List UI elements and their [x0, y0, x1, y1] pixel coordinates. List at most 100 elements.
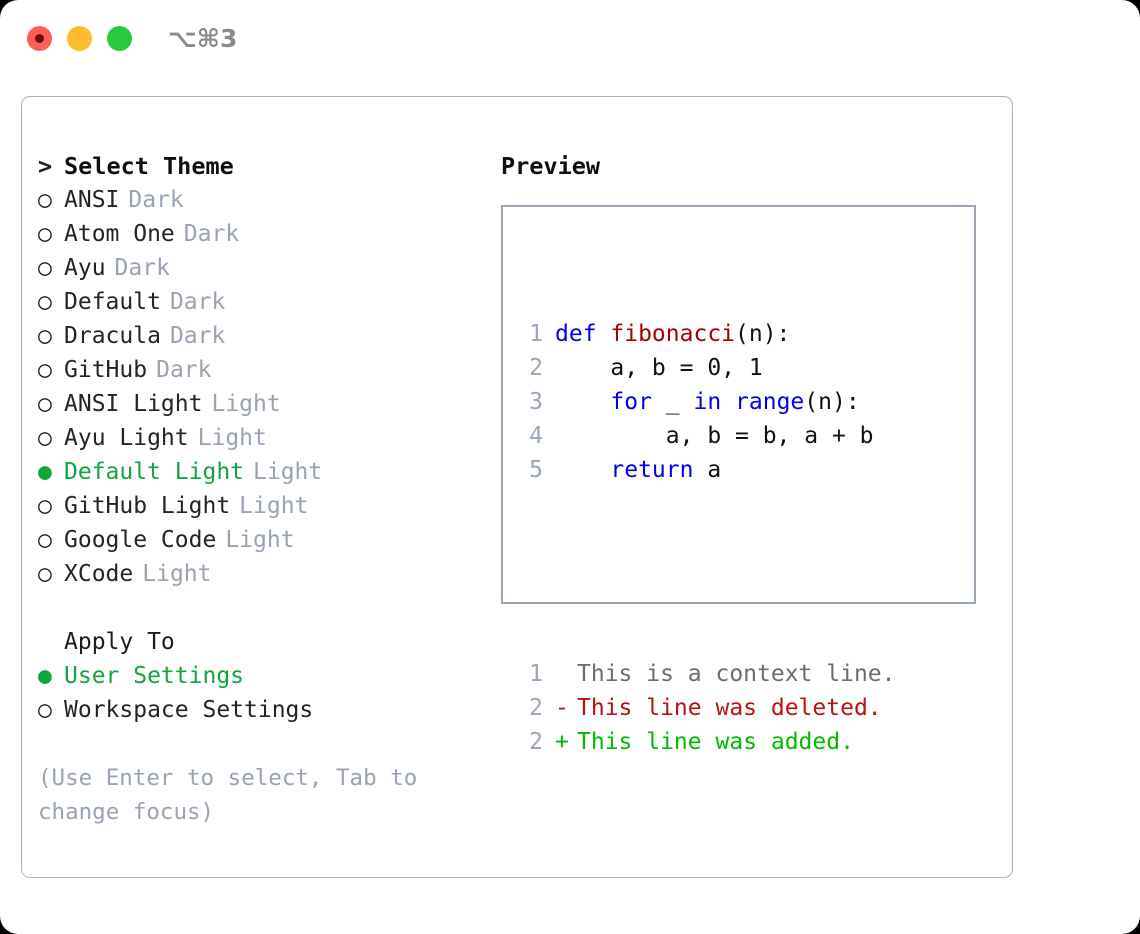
- line-number: 3: [529, 389, 543, 415]
- code-token: a, b = 0, 1: [555, 355, 763, 381]
- theme-option-atom-one[interactable]: ○ Atom One Dark: [38, 217, 498, 251]
- theme-category-label: Light: [142, 561, 212, 587]
- radio-unselected-icon: ○: [38, 527, 52, 553]
- code-line: 2 a, b = 0, 1: [515, 351, 896, 385]
- minimize-button[interactable]: [67, 26, 92, 51]
- code-token: fibonacci: [610, 321, 736, 347]
- diff-text: This line was added.: [577, 729, 854, 755]
- line-number: 5: [529, 457, 543, 483]
- diff-marker: [555, 657, 577, 691]
- line-number: 4: [529, 423, 543, 449]
- diff-line-ctx: 1 This is a context line.: [515, 657, 896, 691]
- code-token: _: [651, 389, 694, 415]
- radio-unselected-icon: ○: [38, 357, 52, 383]
- apply-to-title: Apply To: [64, 629, 175, 655]
- code-line: 3 for _ in range(n):: [515, 385, 896, 419]
- theme-list-header: >Select Theme: [38, 149, 498, 183]
- apply-to-option-list: ● User Settings ○ Workspace Settings: [38, 659, 498, 727]
- code-diff-gap: [515, 555, 896, 589]
- theme-option-label: GitHub Light: [64, 493, 231, 519]
- code-token: for: [610, 389, 652, 415]
- code-token: [555, 389, 610, 415]
- radio-unselected-icon: ○: [38, 255, 52, 281]
- theme-category-label: Light: [239, 493, 309, 519]
- code-token: (n):: [735, 321, 791, 347]
- theme-category-label: Dark: [128, 187, 184, 213]
- theme-option-label: Default: [64, 289, 161, 315]
- prompt-caret-icon: >: [38, 152, 53, 180]
- radio-selected-icon: ●: [38, 663, 52, 689]
- theme-category-label: Dark: [114, 255, 170, 281]
- theme-category-label: Light: [253, 459, 323, 485]
- apply-to-option-workspace-settings[interactable]: ○ Workspace Settings: [38, 693, 498, 727]
- radio-unselected-icon: ○: [38, 425, 52, 451]
- diff-sample: 1 This is a context line.2-This line was…: [515, 657, 896, 759]
- list-spacer: [38, 591, 498, 625]
- apply-to-option-label: User Settings: [64, 663, 245, 689]
- theme-option-default-light[interactable]: ● Default Light Light: [38, 455, 498, 489]
- code-token: return: [610, 457, 694, 483]
- theme-option-ayu[interactable]: ○ Ayu Dark: [38, 251, 498, 285]
- theme-option-label: ANSI Light: [64, 391, 203, 417]
- theme-category-label: Dark: [169, 289, 226, 315]
- code-token: a: [693, 457, 722, 483]
- radio-unselected-icon: ○: [38, 323, 52, 349]
- theme-option-label: GitHub: [64, 357, 148, 383]
- radio-unselected-icon: ○: [38, 289, 52, 315]
- radio-unselected-icon: ○: [38, 221, 52, 247]
- code-token: a, b = b, a + b: [555, 423, 874, 449]
- radio-unselected-icon: ○: [38, 561, 52, 587]
- preview-title: Preview: [501, 152, 601, 180]
- theme-option-github-light[interactable]: ○ GitHub Light Light: [38, 489, 498, 523]
- diff-marker: -: [555, 695, 569, 721]
- theme-option-label: Atom One: [64, 221, 175, 247]
- keyboard-hint-text: (Use Enter to select, Tab to change focu…: [38, 765, 418, 825]
- code-token: (n):: [804, 389, 860, 415]
- theme-option-label: Dracula: [64, 323, 161, 349]
- code-token: def: [555, 321, 611, 347]
- title-bar: ⌥⌘3: [0, 0, 1140, 78]
- radio-unselected-icon: ○: [38, 493, 52, 519]
- radio-unselected-icon: ○: [38, 391, 52, 417]
- code-token: in: [693, 389, 722, 415]
- code-token: [721, 389, 735, 415]
- apply-to-option-user-settings[interactable]: ● User Settings: [38, 659, 498, 693]
- line-number: 2: [529, 729, 543, 755]
- diff-text: This is a context line.: [577, 661, 896, 687]
- theme-category-label: Light: [211, 391, 281, 417]
- code-token: [555, 457, 610, 483]
- theme-option-ansi-light[interactable]: ○ ANSI Light Light: [38, 387, 498, 421]
- theme-option-default[interactable]: ○ Default Dark: [38, 285, 498, 319]
- theme-category-label: Dark: [183, 221, 240, 247]
- radio-unselected-icon: ○: [38, 697, 52, 723]
- line-number: 1: [529, 321, 543, 347]
- code-token: range: [735, 389, 805, 415]
- theme-option-label: Ayu Light: [64, 425, 189, 451]
- theme-option-label: Default Light: [64, 459, 245, 485]
- close-button[interactable]: [27, 26, 52, 51]
- diff-text: This line was deleted.: [577, 695, 882, 721]
- diff-line-add: 2+This line was added.: [515, 725, 896, 759]
- diff-line-del: 2-This line was deleted.: [515, 691, 896, 725]
- apply-to-option-label: Workspace Settings: [64, 697, 314, 723]
- radio-selected-icon: ●: [38, 459, 52, 485]
- close-icon: [35, 34, 44, 43]
- theme-category-label: Light: [197, 425, 267, 451]
- code-line: 5 return a: [515, 453, 896, 487]
- maximize-button[interactable]: [107, 26, 132, 51]
- radio-unselected-icon: ○: [38, 187, 52, 213]
- theme-option-label: Ayu: [64, 255, 106, 281]
- theme-option-ayu-light[interactable]: ○ Ayu Light Light: [38, 421, 498, 455]
